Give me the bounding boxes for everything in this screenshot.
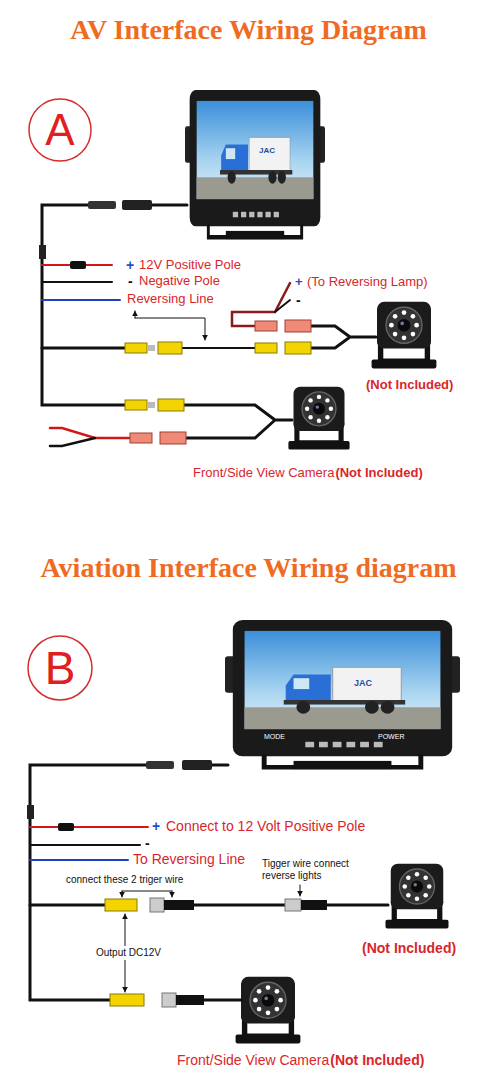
- monitor: [185, 90, 325, 239]
- polarity-sign: -: [128, 273, 133, 289]
- button-label: POWER: [378, 733, 404, 741]
- polarity-sign: -: [145, 835, 150, 851]
- note: (Not Included): [335, 466, 422, 481]
- note: (Not Included): [330, 1052, 424, 1068]
- note: (Not Included): [366, 378, 453, 393]
- polarity-sign: +: [126, 257, 134, 273]
- section-letter: B: [45, 645, 76, 691]
- section-letter: A: [45, 108, 74, 152]
- badge-outline: [29, 99, 91, 161]
- front-camera: [236, 977, 301, 1044]
- polarity-sign: +: [152, 818, 160, 834]
- wire-label: (To Reversing Lamp): [307, 275, 428, 290]
- section-heading: AV Interface Wiring Diagram: [0, 14, 497, 46]
- front-camera: [288, 387, 349, 450]
- wire-label: 12V Positive Pole: [139, 258, 241, 273]
- button-label: MODE: [264, 733, 285, 741]
- wire-label: Connect to 12 Volt Positive Pole: [166, 818, 365, 834]
- camera-label: Front/Side View Camera: [193, 466, 334, 481]
- polarity-sign: -: [296, 292, 301, 308]
- note: Tigger wire connect reverse lights: [262, 858, 370, 881]
- note: (Not Included): [362, 940, 456, 956]
- camera-label: Front/Side View Camera: [177, 1052, 329, 1068]
- wiring: [42, 205, 376, 446]
- truck-logo: JAC: [259, 146, 275, 155]
- reversing-camera: [372, 302, 437, 369]
- truck-logo: JAC: [354, 678, 372, 688]
- note: connect these 2 triger wire: [66, 874, 183, 886]
- section-heading: Aviation Interface Wiring diagram: [0, 552, 497, 584]
- wire-label: Reversing Line: [127, 292, 214, 307]
- connectors: [27, 760, 327, 1007]
- polarity-sign: +: [295, 275, 303, 290]
- badge-outline: [28, 636, 92, 700]
- wire-label: Negative Pole: [139, 274, 220, 289]
- wire-label: To Reversing Line: [133, 851, 245, 867]
- reversing-camera: [386, 864, 449, 929]
- connectors: [39, 200, 311, 444]
- wiring: [30, 765, 388, 1000]
- note: Output DC12V: [94, 946, 163, 960]
- section-badge: A: [28, 98, 92, 162]
- section-badge: B: [27, 635, 93, 701]
- monitor: [225, 620, 460, 769]
